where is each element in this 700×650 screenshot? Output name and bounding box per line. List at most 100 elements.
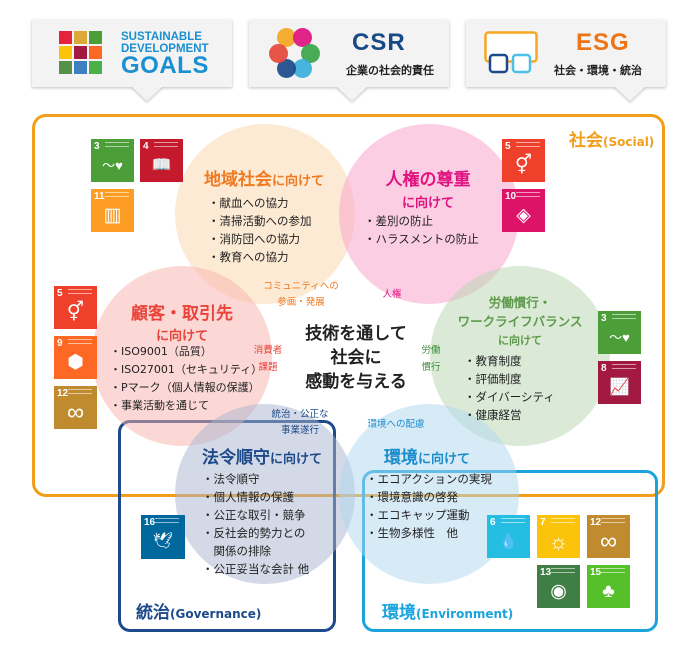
sdg-7-icon: 7☼ — [537, 515, 580, 558]
sdg-3-icon: 3〜♥ — [598, 311, 641, 354]
environment-title-main: 環境 — [384, 448, 418, 468]
sdgs-card: SUSTAINABLE DEVELOPMENT GOALS — [32, 20, 232, 101]
labor-title-line2: ワークライフバランス — [457, 314, 583, 329]
overlap-community-line2: 参画・発展 — [277, 297, 325, 308]
environment-label-ja: 環境 — [382, 603, 416, 623]
overlap-consumer: 消費者 課題 — [248, 342, 288, 376]
csr-title: CSR — [352, 29, 406, 56]
governance-label-en: (Governance) — [170, 607, 262, 621]
list-item: ISO27001（セキュリティ） — [110, 361, 262, 379]
sdg-5-icon: 5⚥ — [502, 139, 545, 182]
customers-title-suffix: に向けて — [155, 329, 208, 344]
governance-label-ja: 統治 — [136, 603, 170, 623]
sdgs-grid-cell — [89, 31, 102, 44]
governance-label: 統治(Governance) — [136, 598, 261, 623]
sdgs-grid-cell — [74, 46, 87, 59]
sdg-15-icon: 15♣ — [587, 565, 630, 608]
sdgs-grid-cell — [59, 31, 72, 44]
sdgs-grid-cell — [74, 31, 87, 44]
list-item: 清掃活動への参加 — [208, 212, 312, 230]
list-item: 公正妥当な会計 他 — [202, 560, 310, 578]
environment-title-suffix: に向けて — [418, 452, 471, 467]
list-item: 評価制度 — [464, 370, 555, 388]
card-pointer — [131, 86, 163, 101]
compliance-title: 法令順守に向けて — [202, 443, 322, 468]
labor-list: 教育制度 評価制度 ダイバーシティ 健康経営 — [464, 352, 555, 424]
overlap-community: コミュニティへの 参画・発展 — [256, 279, 346, 311]
csr-card: CSR 企業の社会的責任 — [249, 20, 449, 101]
sdgs-line2: DEVELOPMENT — [121, 43, 209, 55]
center-line2: 社会に — [330, 348, 382, 368]
list-item: 反社会的勢力との — [202, 524, 309, 542]
labor-title: 労働慣行・ ワークライフバランス に向けて — [435, 293, 605, 350]
sdg-10-icon: 10◈ — [502, 189, 545, 232]
sdgs-grid-cell — [89, 61, 102, 74]
social-label-en: (Social) — [603, 135, 655, 149]
labor-title-suffix: に向けて — [498, 334, 542, 347]
sdg-8-icon: 8📈 — [598, 361, 641, 404]
overlap-human-rights-line1: 人権 — [382, 289, 402, 300]
list-item: 健康経営 — [464, 406, 555, 424]
list-item: 環境意識の啓発 — [366, 488, 492, 506]
sdg-9-icon: 9⬢ — [54, 336, 97, 379]
sdg-12-icon: 12∞ — [54, 386, 97, 429]
environment-label: 環境(Environment) — [382, 598, 513, 623]
human-rights-title-suffix: に向けて — [401, 196, 454, 211]
community-title: 地域社会に向けて — [204, 165, 324, 190]
sdg-5-icon: 5⚥ — [54, 286, 97, 329]
customers-list: ISO9001（品質） ISO27001（セキュリティ） Pマーク（個人情報の保… — [110, 343, 262, 415]
esg-boxes-icon — [484, 31, 538, 74]
social-label: 社会(Social) — [569, 126, 654, 151]
human-rights-title-main: 人権の尊重 — [385, 170, 471, 190]
customers-title-main: 顧客・取引先 — [131, 304, 233, 324]
overlap-community-line1: コミュニティへの — [263, 281, 339, 292]
overlap-human-rights: 人権 — [374, 287, 410, 303]
sdgs-line1: SUSTAINABLE — [121, 31, 202, 43]
overlap-environment: 環境への配慮 — [356, 417, 436, 433]
labor-title-line1: 労働慣行・ — [488, 295, 552, 310]
overlap-governance-line1: 統治・公正な — [271, 409, 329, 420]
overlap-governance: 統治・公正な 事業遂行 — [260, 407, 340, 439]
list-item: 関係の排除 — [213, 544, 272, 558]
list-item: エコキャップ運動 — [366, 506, 492, 524]
environment-list: エコアクションの実現 環境意識の啓発 エコキャップ運動 生物多様性 他 — [366, 470, 492, 542]
list-item: ダイバーシティ — [464, 388, 555, 406]
list-item: Pマーク（個人情報の保護） — [110, 379, 262, 397]
csr-flower-icon — [266, 28, 320, 80]
center-slogan: 技術を通して 社会に 感動を与える — [291, 322, 421, 394]
sdgs-grid-cell — [74, 61, 87, 74]
center-line1: 技術を通して — [305, 324, 407, 344]
overlap-environment-line1: 環境への配慮 — [367, 419, 425, 430]
sdg-6-icon: 6💧 — [487, 515, 530, 558]
overlap-governance-line2: 事業遂行 — [280, 425, 319, 436]
center-line3: 感動を与える — [305, 372, 407, 392]
customers-title: 顧客・取引先 に向けて — [122, 299, 242, 344]
overlap-labor-line1: 労働 — [421, 345, 441, 356]
list-item: 生物多様性 他 — [366, 524, 492, 542]
overlap-consumer-line1: 消費者 — [253, 345, 283, 356]
list-item: 公正な取引・競争 — [202, 506, 309, 524]
list-item: 献血への協力 — [208, 194, 312, 212]
compliance-title-suffix: に向けて — [270, 452, 323, 467]
sdgs-grid-cell — [89, 46, 102, 59]
sdgs-line3: GOALS — [121, 52, 209, 79]
csr-subtitle: 企業の社会的責任 — [346, 64, 434, 77]
list-item: ISO9001（品質） — [110, 343, 262, 361]
compliance-list: 法令順守 個人情報の保護 公正な取引・競争 反社会的勢力との 関係の排除 公正妥… — [202, 470, 310, 578]
list-item: エコアクションの実現 — [366, 470, 492, 488]
sdg-13-icon: 13◉ — [537, 565, 580, 608]
sdg-11-icon: 11▥ — [91, 189, 134, 232]
esg-card: ESG 社会・環境・統治 — [466, 20, 666, 101]
list-item: 教育制度 — [464, 352, 555, 370]
list-item: 差別の防止 — [364, 212, 479, 230]
community-title-suffix: に向けて — [272, 174, 325, 189]
esg-subtitle: 社会・環境・統治 — [554, 64, 642, 77]
list-item: 教育への協力 — [208, 248, 312, 266]
list-item: 法令順守 — [202, 470, 309, 488]
sdgs-grid-cell — [59, 46, 72, 59]
list-item: 消防団への協力 — [208, 230, 312, 248]
card-pointer — [614, 86, 646, 101]
sdgs-grid-cell — [59, 61, 72, 74]
card-pointer — [336, 86, 368, 101]
human-rights-title: 人権の尊重 に向けて — [378, 165, 478, 211]
